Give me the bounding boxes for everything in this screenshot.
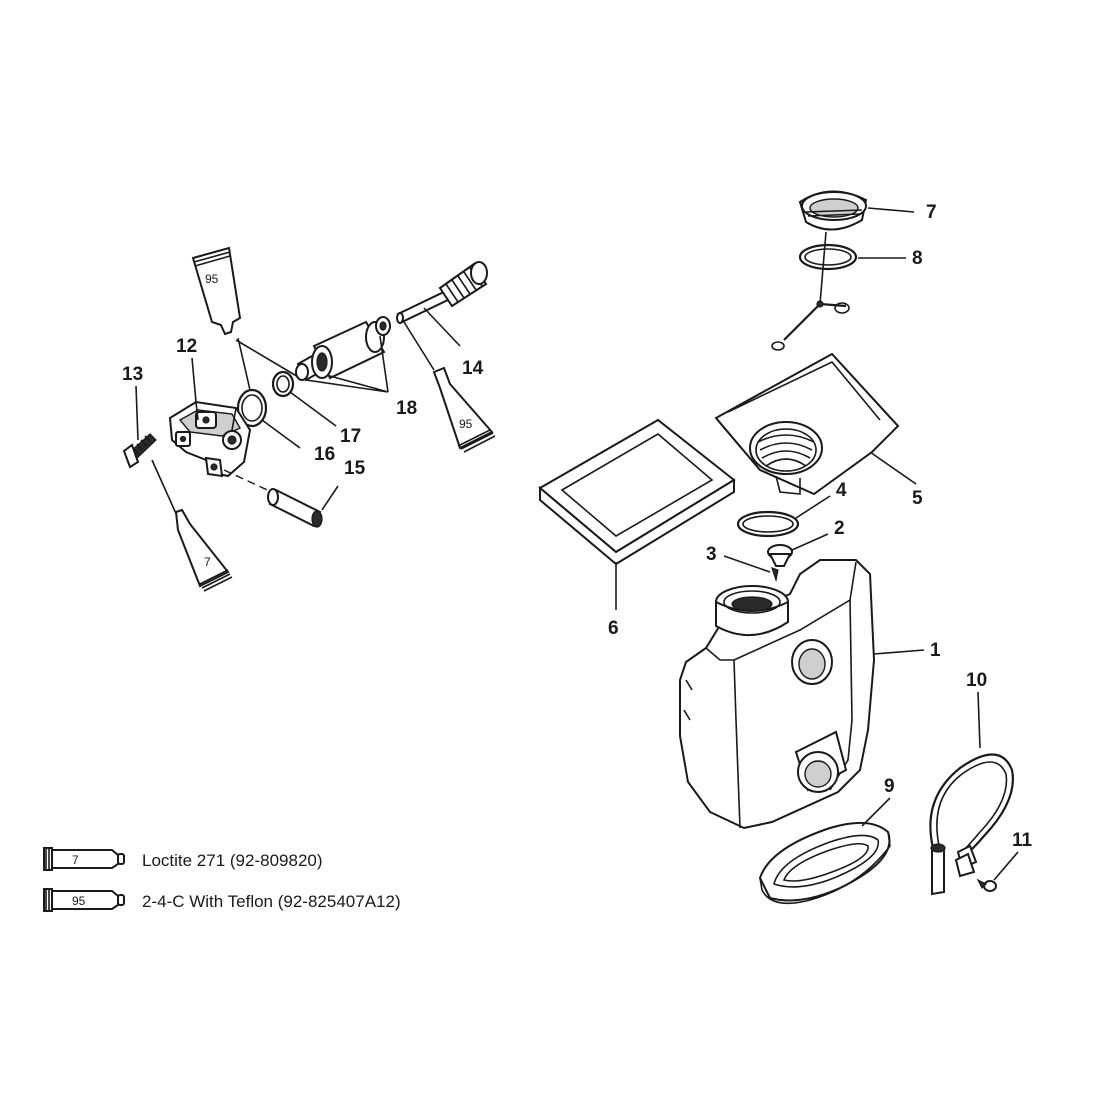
callout-7: 7 [926,202,937,223]
filler-neck-cover [714,352,900,496]
pin-15 [267,488,323,528]
cap-o-ring [798,243,858,271]
drive-sleeve [311,320,386,380]
screw-13 [122,433,157,469]
tube-label-95-upper: 95 [205,272,219,286]
tank-strap [929,753,1014,896]
callout-3: 3 [706,544,717,565]
callout-12: 12 [176,336,197,357]
tank-pad [758,821,891,905]
callout-4: 4 [836,480,847,501]
legend-tube-number-7: 7 [72,853,79,867]
filler-cap [798,190,868,231]
neck-o-ring [736,510,800,538]
callout-8: 8 [912,248,923,269]
o-ring-16 [236,388,268,428]
tube-label-95-lower: 95 [459,417,473,431]
callout-14: 14 [462,358,484,379]
tube-label-7: 7 [204,555,211,569]
callout-2: 2 [834,518,845,539]
legend-text-teflon: 2-4-C With Teflon (92-825407A12) [142,892,401,911]
teflon-grease-tube-upper: 95 [191,246,242,336]
legend-item-teflon: 95 2-4-C With Teflon (92-825407A12) [43,888,401,912]
callout-6: 6 [608,618,619,639]
legend-text-loctite: Loctite 271 (92-809820) [142,851,323,870]
small-cap [375,316,391,336]
callout-17: 17 [340,426,361,447]
strap-screw [976,878,997,892]
callout-18: 18 [396,398,417,419]
loctite-tube: 7 [174,508,233,592]
callout-5: 5 [912,488,923,509]
callout-9: 9 [884,776,895,797]
callout-16: 16 [314,444,335,465]
tank-gasket-frame [538,418,736,566]
legend-tube-icon-95: 95 [43,888,125,912]
callout-1: 1 [930,640,941,661]
oil-pump [168,400,252,478]
callout-15: 15 [344,458,366,479]
drive-shaft [396,261,488,324]
legend-tube-number-95: 95 [72,894,86,908]
cap-tether [771,231,850,351]
callout-10: 10 [966,670,987,691]
legend-item-loctite: 7 Loctite 271 (92-809820) [43,847,323,871]
oil-tank [679,559,876,830]
o-ring-17 [271,370,295,398]
legend-tube-icon-7: 7 [43,847,125,871]
callout-11: 11 [1012,830,1033,851]
callout-13: 13 [122,364,143,385]
tank-plug [767,544,793,567]
teflon-grease-tube-lower: 95 [403,321,496,453]
